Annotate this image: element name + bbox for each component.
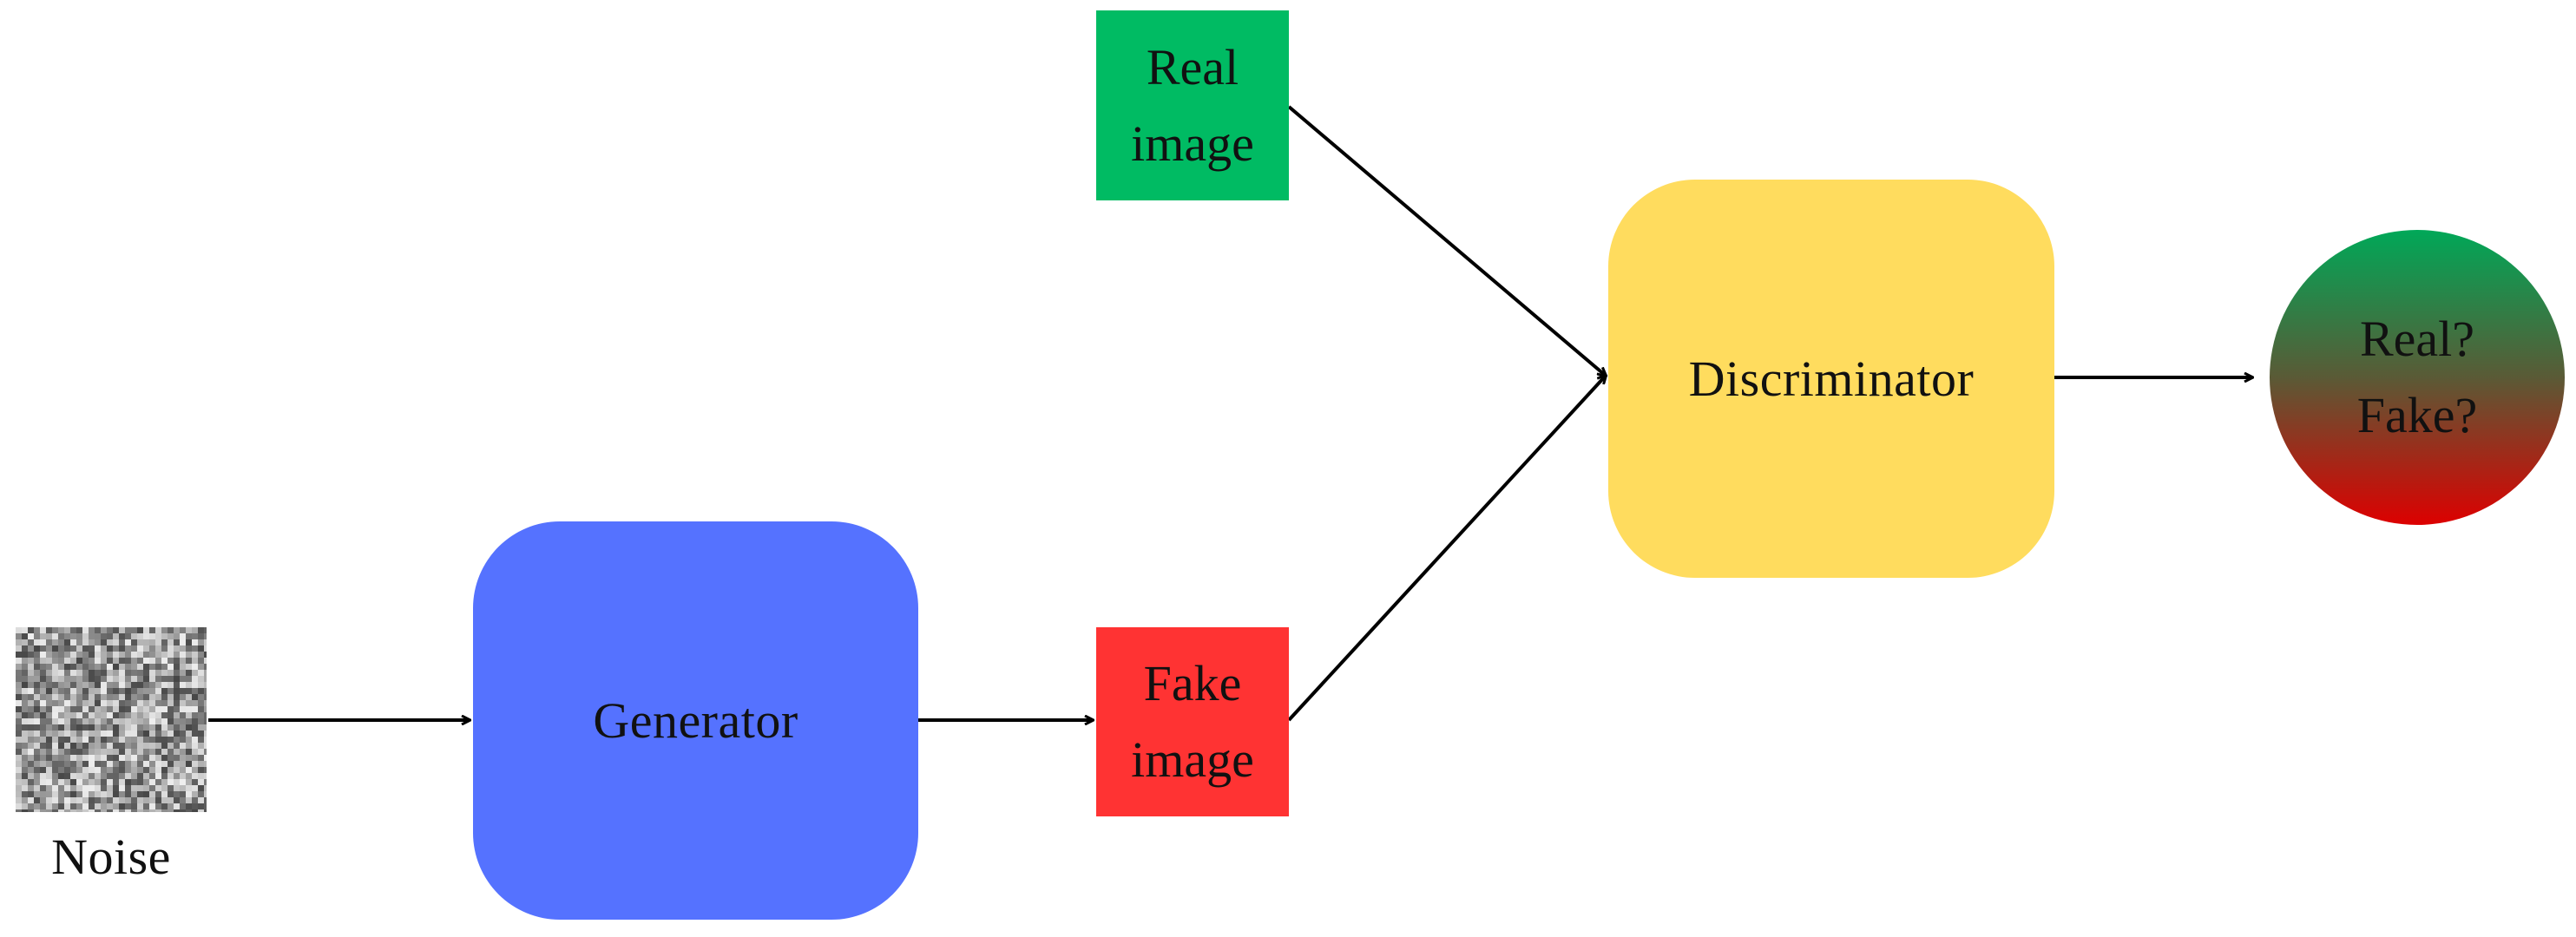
discriminator-node: Discriminator — [1608, 180, 2054, 578]
real-image-label-line2: image — [1131, 115, 1254, 172]
output-node: Real? Fake? — [2270, 230, 2565, 525]
fake-image-label-line2: image — [1131, 731, 1254, 788]
fake-image-label-line1: Fake — [1143, 655, 1242, 711]
noise-image — [16, 627, 207, 812]
real-image-label-line1: Real — [1146, 38, 1239, 95]
generator-label: Generator — [593, 691, 798, 749]
noise-label: Noise — [16, 819, 207, 895]
generator-node: Generator — [473, 521, 918, 920]
output-label-line1: Real? — [2359, 311, 2475, 367]
noise-label-text: Noise — [51, 829, 171, 885]
real-image-node: Real image — [1096, 10, 1289, 200]
edge-fake-image-to-discriminator — [1287, 376, 1606, 722]
output-label-line2: Fake? — [2356, 387, 2478, 443]
discriminator-label: Discriminator — [1688, 350, 1975, 407]
fake-image-node: Fake image — [1096, 627, 1289, 816]
edge-real-image-to-discriminator — [1287, 105, 1606, 376]
